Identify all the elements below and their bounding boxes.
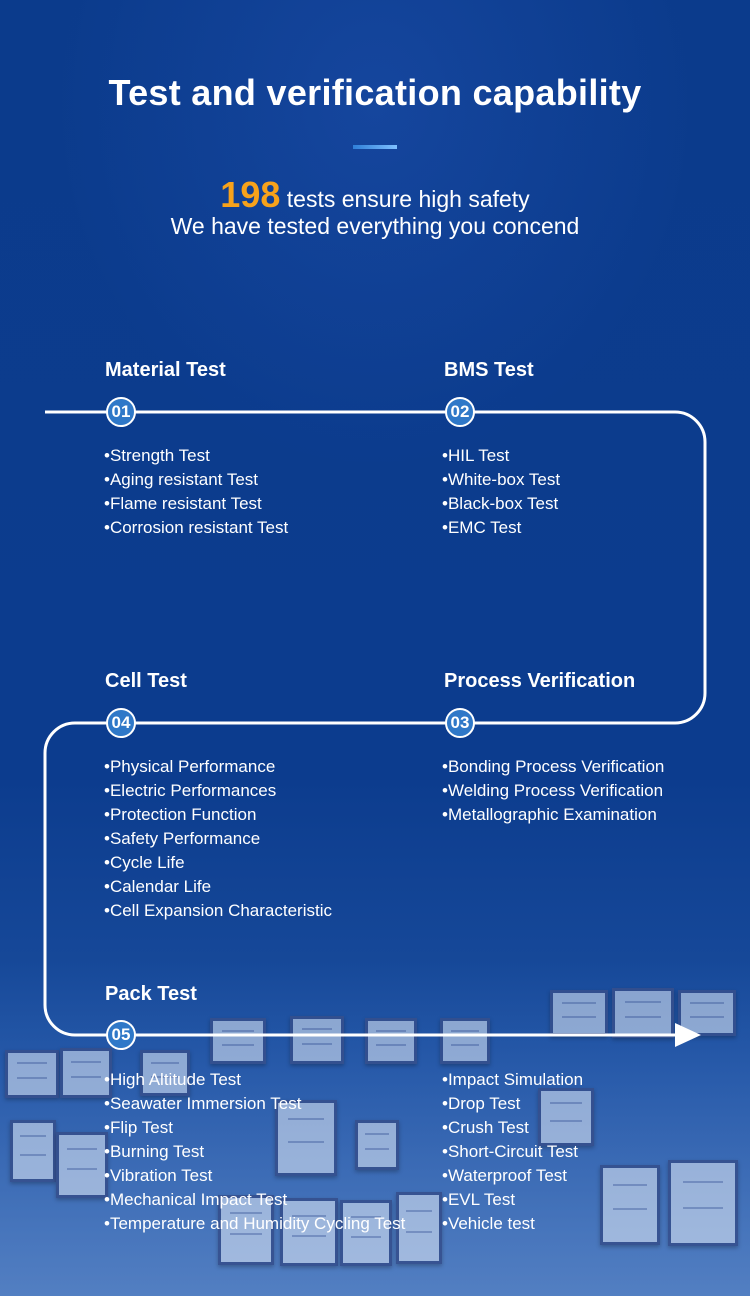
list-item: EVL Test [442, 1188, 583, 1212]
list-item: White-box Test [442, 468, 560, 492]
list-item: Vehicle test [442, 1212, 583, 1236]
certificate-frame [365, 1018, 417, 1064]
list-item: Flip Test [104, 1116, 405, 1140]
page-title: Test and verification capability [108, 72, 642, 113]
list-item: Physical Performance [104, 755, 332, 779]
list-item: Strength Test [104, 444, 288, 468]
cell-test-list: Physical Performance Electric Performanc… [104, 755, 332, 923]
step-badge-05: 05 [106, 1020, 136, 1050]
section-title-cell-test: Cell Test [105, 670, 187, 692]
list-item: Corrosion resistant Test [104, 516, 288, 540]
subtitle-line-1: 198 tests ensure high safety [0, 174, 750, 216]
certificate-frame [210, 1018, 266, 1064]
section-title-process-verification: Process Verification [444, 670, 636, 692]
section-title-bms-test: BMS Test [444, 359, 534, 381]
list-item: Protection Function [104, 803, 332, 827]
list-item: HIL Test [442, 444, 560, 468]
list-item: Vibration Test [104, 1164, 405, 1188]
subtitle-line-2: We have tested everything you concend [170, 213, 580, 239]
certificate-frame [5, 1050, 59, 1098]
pack-test-list-left: High Altitude Test Seawater Immersion Te… [104, 1068, 405, 1236]
step-badge-01: 01 [106, 397, 136, 427]
step-badge-02: 02 [445, 397, 475, 427]
list-item: Black-box Test [442, 492, 560, 516]
list-item: EMC Test [442, 516, 560, 540]
certificate-frame [678, 990, 736, 1036]
certificate-frame [10, 1120, 56, 1182]
list-item: Impact Simulation [442, 1068, 583, 1092]
list-item: Metallographic Examination [442, 803, 664, 827]
certificate-frame [668, 1160, 738, 1246]
section-title-pack-test: Pack Test [105, 983, 197, 1005]
pack-test-list-right: Impact Simulation Drop Test Crush Test S… [442, 1068, 583, 1236]
list-item: High Altitude Test [104, 1068, 405, 1092]
list-item: Cell Expansion Characteristic [104, 899, 332, 923]
step-badge-04: 04 [106, 708, 136, 738]
section-title-material-test: Material Test [105, 359, 226, 381]
list-item: Bonding Process Verification [442, 755, 664, 779]
process-verification-list: Bonding Process Verification Welding Pro… [442, 755, 664, 827]
list-item: Seawater Immersion Test [104, 1092, 405, 1116]
bms-test-list: HIL Test White-box Test Black-box Test E… [442, 444, 560, 540]
list-item: Welding Process Verification [442, 779, 664, 803]
list-item: Waterproof Test [442, 1164, 583, 1188]
list-item: Flame resistant Test [104, 492, 288, 516]
list-item: Temperature and Humidity Cycling Test [104, 1212, 405, 1236]
list-item: Mechanical Impact Test [104, 1188, 405, 1212]
certificate-frame [440, 1018, 490, 1064]
list-item: Cycle Life [104, 851, 332, 875]
list-item: Aging resistant Test [104, 468, 288, 492]
subtitle-line-1-text: tests ensure high safety [280, 186, 530, 212]
step-badge-03: 03 [445, 708, 475, 738]
flow-path [43, 410, 707, 1037]
list-item: Short-Circuit Test [442, 1140, 583, 1164]
test-count: 198 [220, 174, 281, 215]
material-test-list: Strength Test Aging resistant Test Flame… [104, 444, 288, 540]
certificate-frame [290, 1016, 344, 1064]
arrow-head-icon [675, 1023, 701, 1047]
certificate-frame [600, 1165, 660, 1245]
list-item: Safety Performance [104, 827, 332, 851]
list-item: Crush Test [442, 1116, 583, 1140]
list-item: Burning Test [104, 1140, 405, 1164]
list-item: Drop Test [442, 1092, 583, 1116]
list-item: Calendar Life [104, 875, 332, 899]
list-item: Electric Performances [104, 779, 332, 803]
title-underline [353, 145, 397, 149]
